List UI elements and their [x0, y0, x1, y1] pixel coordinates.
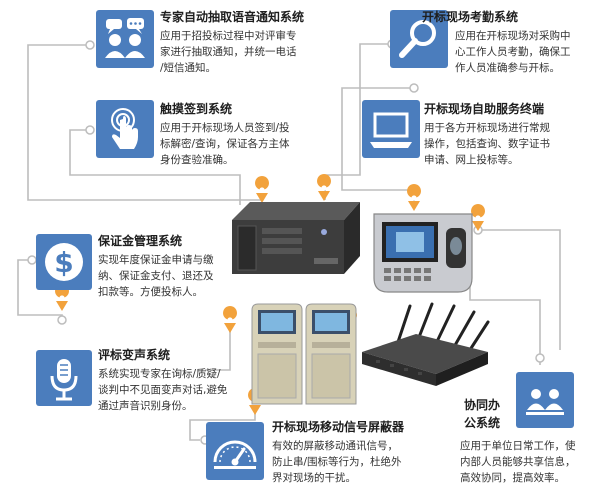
desc-line: 纳、保证金支付、退还及: [98, 270, 214, 282]
selfservice-title: 开标现场自助服务终端: [424, 102, 545, 116]
node-dot: [409, 83, 419, 93]
fingerprint-attendance-device: [373, 213, 473, 293]
deposit-desc: 实现年度保证金申请与缴 纳、保证金支付、退还及 扣款等。方便投标人。: [98, 252, 214, 300]
expert-desc: 应用于招投标过程中对评审专 家进行抽取通知，并统一电话 /短信通知。: [160, 28, 297, 76]
expert-title: 专家自动抽取语音通知系统: [160, 10, 305, 24]
card-self-service: 开标现场自助服务终端 用于各方开标现场进行常规 操作，包括查询、数字证书 申请、…: [362, 100, 600, 170]
deposit-title: 保证金管理系统: [98, 234, 183, 248]
touch-hand-icon: [96, 100, 154, 158]
desc-line: 防止串/围标等行为，杜绝外: [272, 456, 402, 468]
node-dot: [85, 125, 95, 135]
jammer-desc: 有效的屏蔽移动通讯信号， 防止串/围标等行为，杜绝外 界对现场的干扰。: [272, 438, 402, 486]
expert-people-icon: [96, 10, 154, 68]
connector-jammer: [189, 412, 256, 441]
selfservice-desc: 用于各方开标现场进行常规 操作，包括查询、数字证书 申请、网上投标等。: [424, 120, 550, 168]
desc-line: 应用于招投标过程中对评审专: [160, 30, 297, 42]
magnifier-icon: [390, 10, 448, 68]
voice-desc: 系统实现专家在询标/质疑/ 谈判中不见面变声对话,避免 通过声音识别身份。: [98, 366, 227, 414]
voice-title: 评标变声系统: [98, 348, 171, 362]
desc-line: 谈判中不见面变声对话,避免: [98, 384, 228, 396]
desc-line: 作人员准确参与开标。: [455, 62, 560, 74]
jammer-title: 开标现场移动信号屏蔽器: [272, 420, 405, 434]
connector-expert: [27, 44, 262, 201]
desc-line: 有效的屏蔽移动通讯信号，: [272, 440, 398, 452]
card-voice-changer: 评标变声系统 系统实现专家在询标/质疑/ 谈判中不见面变声对话,避免 通过声音识…: [36, 346, 236, 416]
attendance-desc: 应用在开标现场对采购中 心工作人员考勤，确保工 作人员准确参与开标。: [455, 28, 571, 76]
card-attendance: 开标现场考勤系统 应用在开标现场对采购中 心工作人员考勤，确保工 作人员准确参与…: [390, 10, 600, 80]
card-touch-signin: 触摸签到系统 应用于开标现场人员签到/投 标解密/查询，保证各方主体 身份查验准…: [96, 100, 336, 170]
desc-line: 标解密/查询，保证各方主体: [160, 138, 290, 150]
title-line: 协同办: [464, 398, 501, 412]
speedometer-icon: [206, 422, 264, 480]
attendance-title: 开标现场考勤系统: [422, 10, 519, 24]
connector-touch: [69, 129, 241, 205]
touch-desc: 应用于开标现场人员签到/投 标解密/查询，保证各方主体 身份查验准确。: [160, 120, 290, 168]
desc-line: 身份查验准确。: [160, 154, 234, 166]
desc-line: 应用于开标现场人员签到/投: [160, 122, 290, 134]
desc-line: 心工作人员考勤，确保工: [455, 46, 571, 58]
desc-line: 用于各方开标现场进行常规: [424, 122, 550, 134]
touch-title: 触摸签到系统: [160, 102, 233, 116]
desc-line: 高效协同，提高效率。: [460, 472, 565, 484]
desc-line: 实现年度保证金申请与缴: [98, 254, 214, 266]
connector-voice: [205, 330, 231, 371]
desc-line: 扣款等。方便投标人。: [98, 286, 203, 298]
desc-line: 内部人员能够共享信息，: [460, 456, 576, 468]
office-title: 协同办 公系统: [464, 396, 500, 432]
card-deposit: $ 保证金管理系统 实现年度保证金申请与缴 纳、保证金支付、退还及 扣款等。方便…: [36, 232, 246, 302]
signal-jammer-device: [362, 302, 490, 386]
card-collaborative-office: 协同办 公系统 应用于单位日常工作，使 内部人员能够共享信息， 高效协同，提高效…: [460, 372, 600, 500]
self-service-kiosks: [251, 303, 357, 405]
server-device: [232, 202, 360, 274]
desc-line: 应用于单位日常工作，使: [460, 440, 576, 452]
desc-line: 申请、网上投标等。: [424, 154, 519, 166]
node-dot: [535, 353, 545, 363]
computer-terminal-icon: [362, 100, 420, 158]
card-expert-notification: 专家自动抽取语音通知系统 应用于招投标过程中对评审专 家进行抽取通知，并统一电话…: [96, 10, 356, 80]
node-dot: [27, 255, 37, 265]
collaboration-people-icon: [516, 372, 574, 428]
node-dot: [85, 40, 95, 50]
connector-right: [478, 229, 561, 350]
desc-line: 界对现场的干扰。: [272, 472, 356, 484]
desc-line: 系统实现专家在询标/质疑/: [98, 368, 221, 380]
svg-text:$: $: [54, 246, 73, 279]
desc-line: 通过声音识别身份。: [98, 400, 193, 412]
desc-line: 操作，包括查询、数字证书: [424, 138, 550, 150]
title-line: 公系统: [464, 416, 501, 430]
desc-line: 家进行抽取通知，并统一电话: [160, 46, 297, 58]
node-dot: [57, 315, 67, 325]
dollar-coin-icon: $: [36, 234, 92, 290]
office-desc: 应用于单位日常工作，使 内部人员能够共享信息， 高效协同，提高效率。: [460, 438, 576, 486]
desc-line: /短信通知。: [160, 62, 217, 74]
microphone-icon: [36, 350, 92, 406]
desc-line: 应用在开标现场对采购中: [455, 30, 571, 42]
card-signal-jammer: 开标现场移动信号屏蔽器 有效的屏蔽移动通讯信号， 防止串/围标等行为，杜绝外 界…: [206, 418, 456, 498]
